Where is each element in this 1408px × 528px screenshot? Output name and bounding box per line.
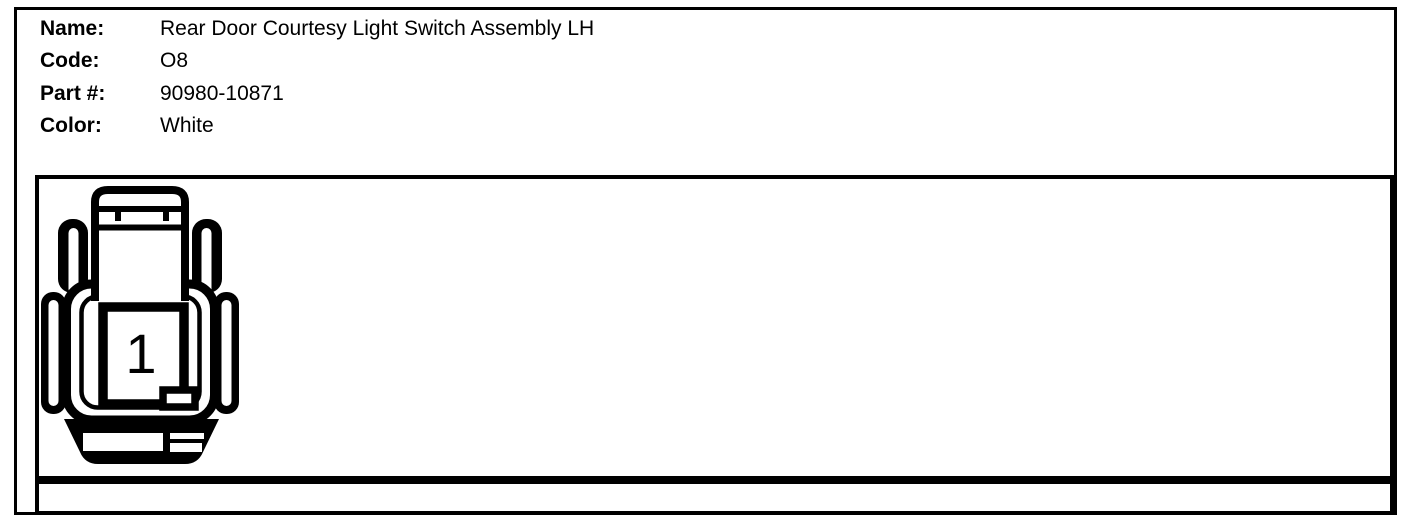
bottom-boot	[64, 419, 219, 464]
color-label: Color:	[40, 114, 102, 137]
footer-panel	[35, 480, 1394, 515]
info-row-part-number: Part #: 90980-10871	[40, 81, 284, 106]
pin-number: 1	[125, 322, 156, 385]
info-row-name: Name: Rear Door Courtesy Light Switch Ass…	[40, 16, 594, 41]
info-row-code: Code: O8	[40, 48, 188, 73]
side-wing-left	[41, 292, 66, 414]
connector-diagram-panel	[35, 175, 1394, 480]
part-number-value: 90980-10871	[160, 82, 284, 105]
upper-ear-left	[58, 219, 88, 294]
name-label: Name:	[40, 17, 105, 40]
part-number-label: Part #:	[40, 82, 106, 105]
color-value: White	[160, 114, 214, 137]
info-row-color: Color: White	[40, 113, 214, 138]
lock-tab	[91, 186, 189, 301]
upper-ear-right	[192, 219, 222, 294]
code-value: O8	[160, 49, 189, 72]
pin-cavity	[98, 302, 189, 409]
name-value: Rear Door Courtesy Light Switch Assembly…	[160, 17, 595, 40]
side-wing-right	[214, 292, 239, 414]
code-label: Code:	[40, 49, 100, 72]
connector-drawing: 1	[41, 186, 239, 464]
keying-notch	[159, 386, 199, 411]
